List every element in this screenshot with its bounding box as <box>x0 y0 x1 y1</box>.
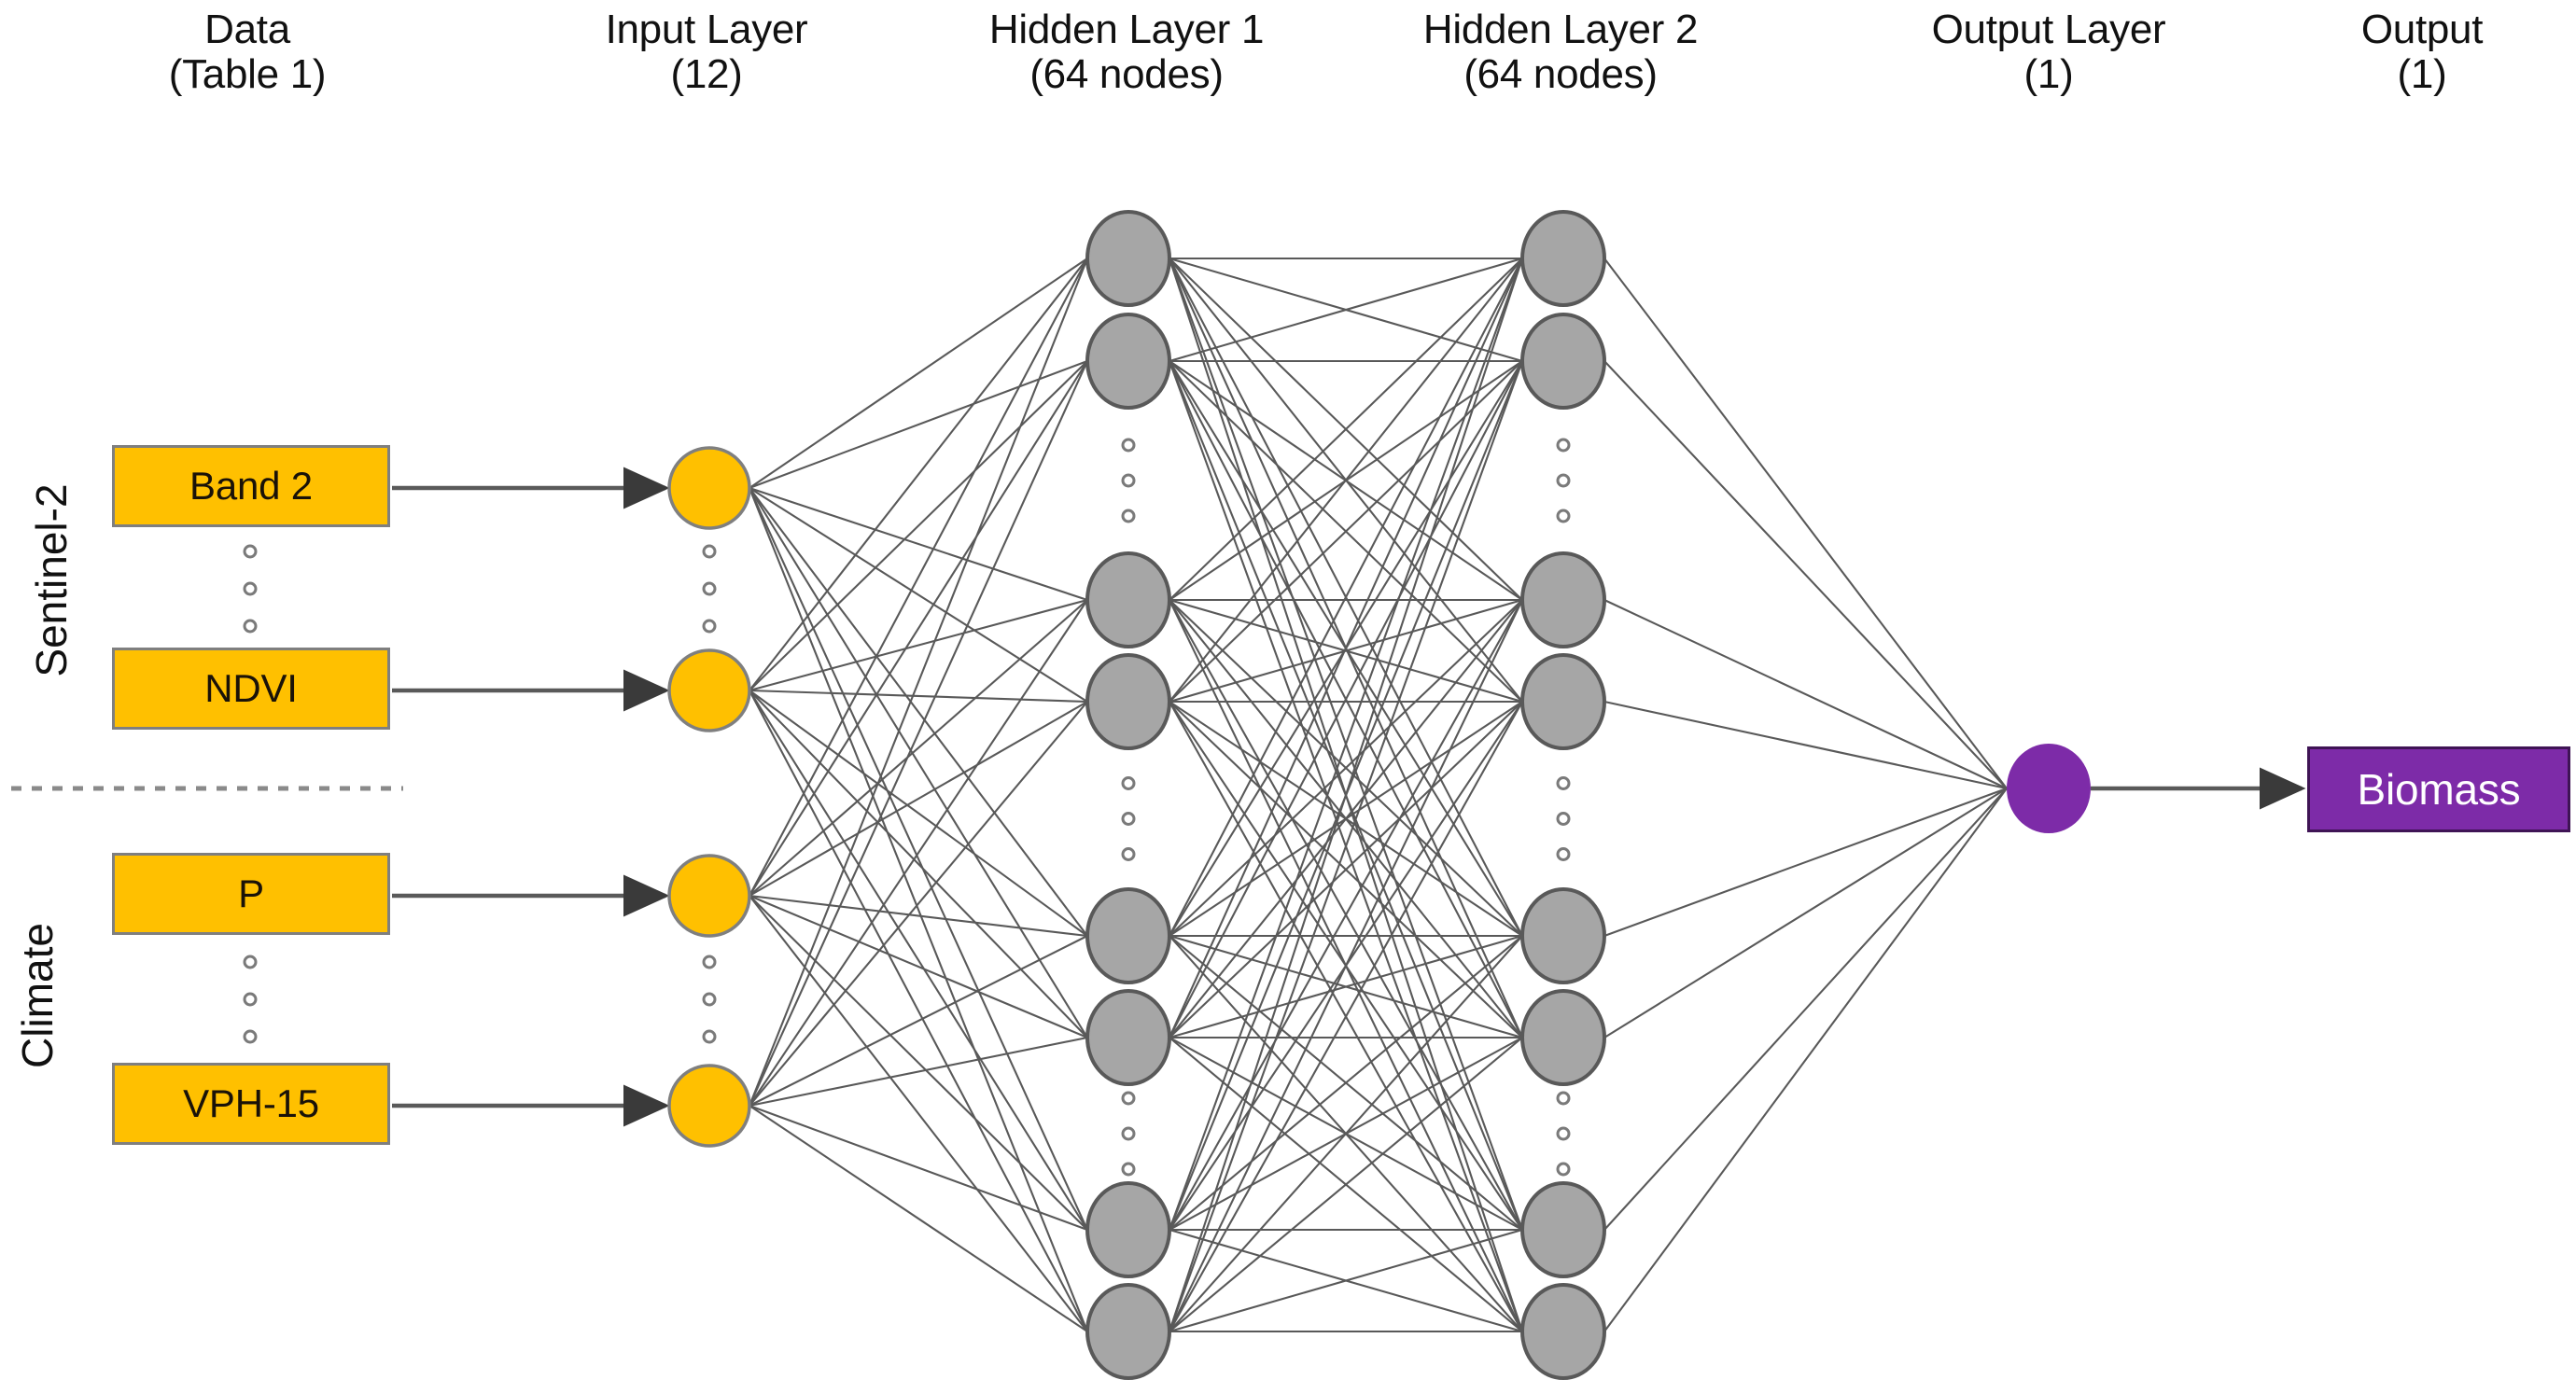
edges-hidden2-to-output <box>1603 258 2008 1332</box>
column-header-output: Output (1) <box>2235 7 2576 96</box>
feature-box-vph-15[interactable]: VPH-15 <box>112 1063 390 1145</box>
header-line1: Output <box>2360 7 2484 52</box>
column-header-hidden-layer-2: Hidden Layer 2 (64 nodes) <box>1337 7 1785 96</box>
header-line1: Data <box>204 7 290 52</box>
column-header-data: Data (Table 1) <box>61 7 434 96</box>
column-header-input-layer: Input Layer (12) <box>520 7 893 96</box>
header-line2: (64 nodes) <box>1029 50 1224 97</box>
output-box-biomass[interactable]: Biomass <box>2307 746 2570 832</box>
header-line2: (Table 1) <box>168 50 327 97</box>
feature-box-band-2[interactable]: Band 2 <box>112 445 390 527</box>
header-line1: Hidden Layer 2 <box>1422 7 1699 52</box>
header-line2: (12) <box>670 50 743 97</box>
edges-hidden1-to-hidden2 <box>1169 257 1523 1333</box>
output-layer-node <box>2007 744 2091 833</box>
header-line2: (1) <box>2023 50 2074 97</box>
column-header-output-layer: Output Layer (1) <box>1843 7 2254 96</box>
edges-input-to-hidden1 <box>749 258 1088 1332</box>
feature-box-p[interactable]: P <box>112 853 390 935</box>
feature-to-input-arrows <box>392 467 670 1127</box>
header-line1: Output Layer <box>1931 7 2166 52</box>
header-line2: (64 nodes) <box>1463 50 1658 97</box>
hidden-layer-2-nodes <box>1520 210 1606 1380</box>
input-layer-nodes <box>667 446 751 1148</box>
ellipsis-dots <box>243 438 1571 1177</box>
feature-box-ndvi[interactable]: NDVI <box>112 648 390 730</box>
header-line2: (1) <box>2397 50 2447 97</box>
column-header-hidden-layer-1: Hidden Layer 1 (64 nodes) <box>903 7 1351 96</box>
header-line1: Hidden Layer 1 <box>988 7 1265 52</box>
hidden-layer-1-nodes <box>1085 210 1171 1380</box>
header-line1: Input Layer <box>605 7 808 52</box>
